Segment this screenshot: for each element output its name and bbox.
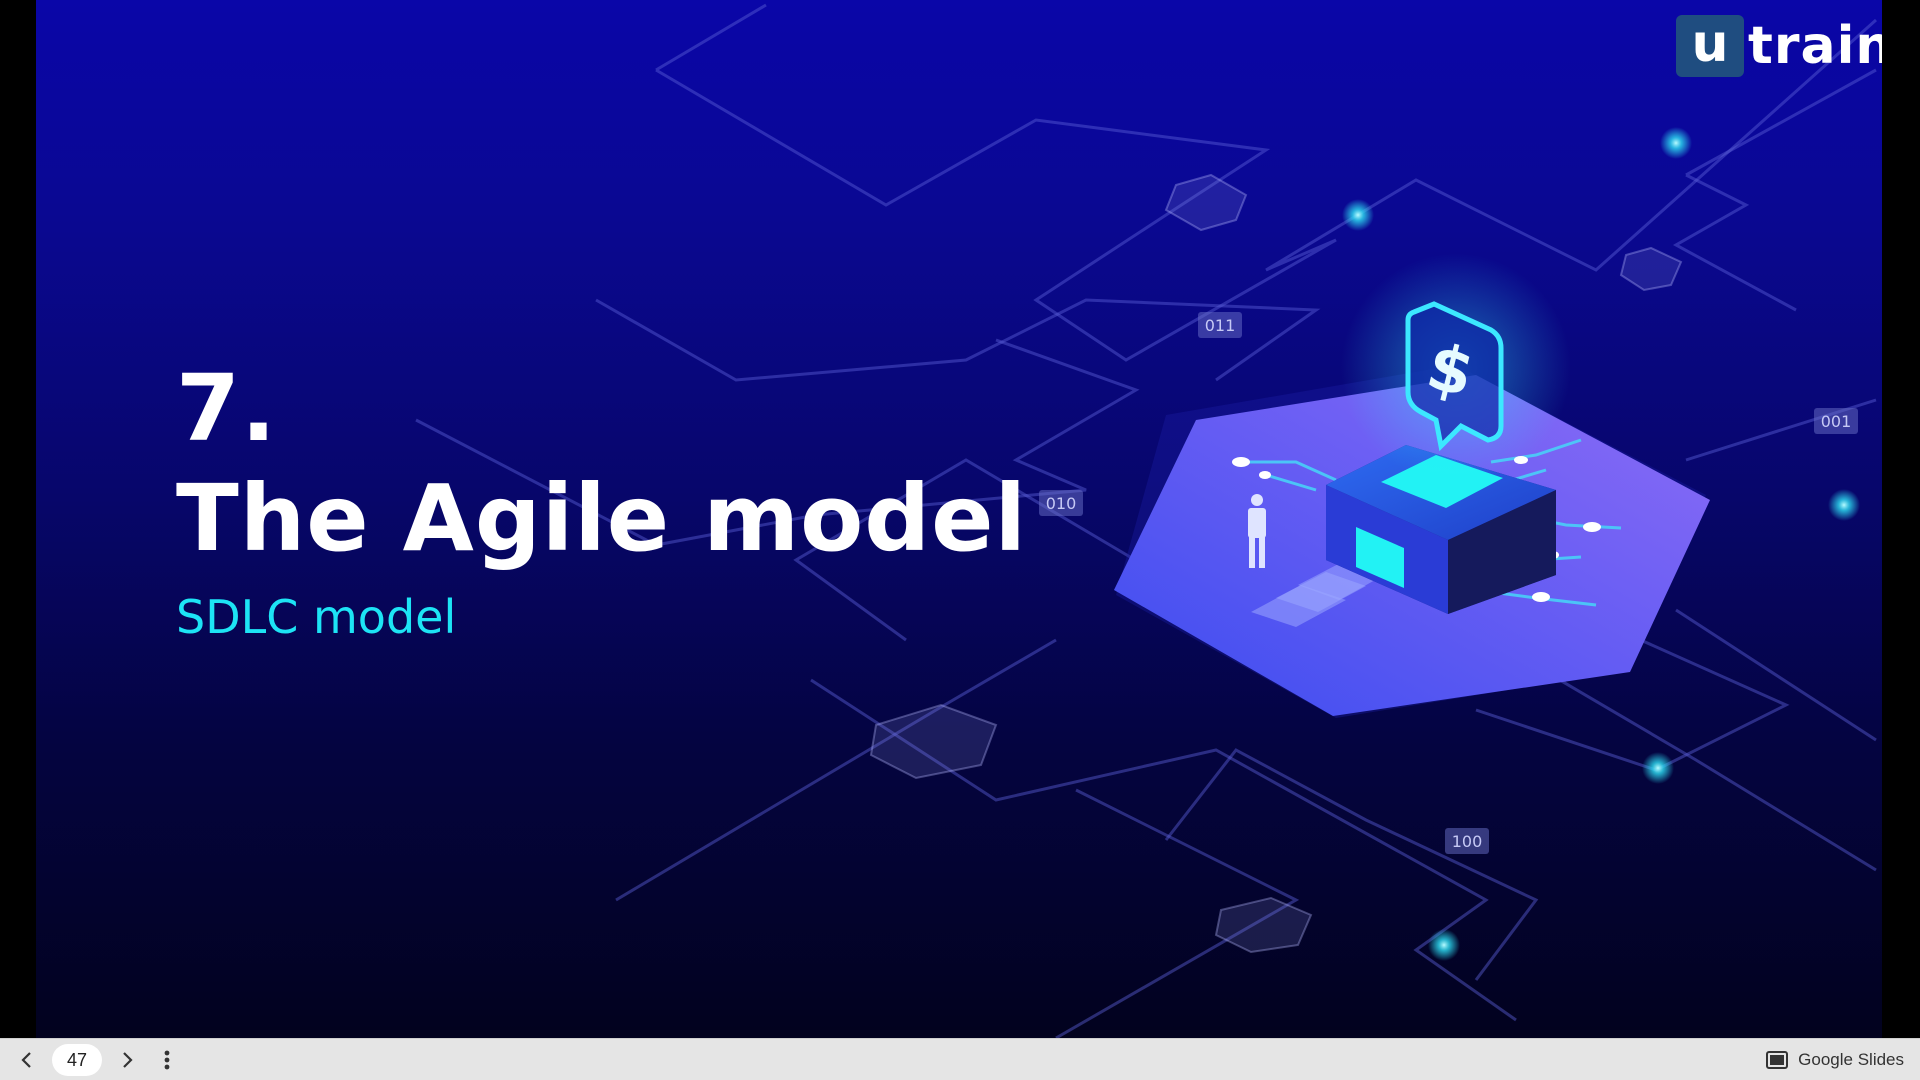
binary-tag: 011 [1198,312,1242,338]
binary-tag: 100 [1445,828,1489,854]
chevron-left-icon [21,1052,31,1068]
brand-label: Google Slides [1798,1050,1904,1069]
google-slides-link[interactable]: Google Slides [1766,1050,1904,1070]
more-options-button[interactable] [150,1043,184,1077]
binary-tag: 010 [1039,490,1083,516]
slides-icon [1766,1051,1789,1069]
slide: 011 010 001 100 [36,0,1882,1038]
svg-text:011: 011 [1205,316,1236,335]
logo-text: train [1748,16,1882,76]
svg-text:001: 001 [1821,412,1852,431]
binary-tag: 001 [1814,408,1858,434]
glow-nodes [1342,127,1860,961]
chevron-right-icon [123,1052,133,1068]
svg-text:010: 010 [1046,494,1077,513]
binary-tags: 011 010 001 100 [1039,312,1858,854]
logo-mark: u [1676,15,1744,77]
slide-title-number: 7. [176,355,277,462]
server-platform-illustration: $ [1114,253,1710,718]
previous-slide-button[interactable] [10,1043,44,1077]
svg-text:100: 100 [1452,832,1483,851]
presentation-toolbar: 47 Google Slides [0,1038,1920,1080]
slide-subtitle: SDLC model [176,590,457,644]
slide-title: The Agile model [176,465,1028,572]
next-slide-button[interactable] [110,1043,144,1077]
more-vert-icon [164,1050,170,1070]
network-illustration: 011 010 001 100 [415,3,1877,1038]
page-number-field[interactable]: 47 [52,1044,102,1076]
utrain-logo: u train [1676,15,1882,77]
decorative-hexagons [869,173,1683,954]
